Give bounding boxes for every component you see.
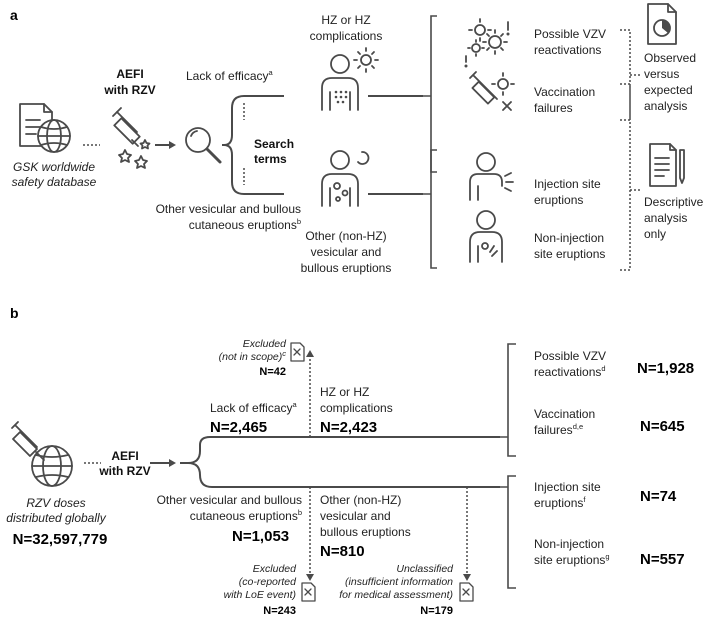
excluded-doc-icon [301, 582, 316, 602]
excl-loe-line2: (co-reported [239, 576, 297, 588]
b-hz-line2: complications [320, 401, 393, 415]
vzv-line1: Possible VZV [534, 27, 606, 41]
aefi-line2: with RZV [103, 83, 155, 97]
b-vaccfail-n: N=645 [640, 418, 685, 435]
observed-line2: versus [644, 67, 679, 81]
observed-line4: analysis [644, 99, 687, 113]
vzv-line2: reactivations [534, 43, 601, 57]
b-source-line1: RZV doses [26, 496, 85, 510]
b-hz-n: N=2,423 [320, 419, 377, 436]
document-pen-icon [649, 143, 685, 187]
nonhz-line1: Other (non-HZ) [305, 229, 386, 243]
excl-loe-line3: with LoE event) [224, 589, 296, 601]
injsite-line2: eruptions [534, 193, 583, 207]
viruses-icon [464, 18, 510, 68]
b-nonhz-line1: Other (non-HZ) [320, 493, 401, 507]
b-noninj-line2: site eruptionsg [534, 552, 610, 567]
document-chart-icon [647, 3, 677, 45]
person-rash-icon [469, 210, 503, 263]
descriptive-line1: Descriptive [644, 195, 704, 209]
excl-scope-n: N=42 [259, 366, 286, 378]
noninj-line1: Non-injection [534, 231, 604, 245]
b-vzv-n: N=1,928 [637, 360, 694, 377]
descriptive-line3: only [644, 227, 666, 241]
excl-scope-line1: Excluded [243, 338, 287, 350]
nonhz-line3: bullous eruptions [301, 261, 392, 275]
document-globe-icon [19, 103, 71, 153]
b-source-line2: distributed globally [6, 511, 106, 525]
hz-line2: complications [310, 29, 383, 43]
unclass-line3: for medical assessment) [339, 589, 453, 601]
vaccfail-line1: Vaccination [534, 85, 595, 99]
syringe-virus-icon [469, 71, 515, 111]
magnifier-icon [185, 127, 222, 164]
excluded-doc-icon [459, 582, 474, 602]
b-nonhz-line3: bullous eruptions [320, 525, 411, 539]
b-loe-label: Lack of efficacya [210, 400, 298, 415]
b-loe-n: N=2,465 [210, 419, 267, 436]
b-vzv-line2: reactivationsd [534, 364, 606, 379]
other-vesicular-line1: Other vesicular and bullous [156, 202, 301, 216]
person-blisters-icon [321, 150, 370, 207]
excl-loe-line1: Excluded [253, 563, 297, 575]
b-injsite-n: N=74 [640, 488, 677, 505]
vaccfail-line2: failures [534, 101, 573, 115]
b-injsite-line1: Injection site [534, 480, 601, 494]
excl-loe-n: N=243 [263, 605, 296, 617]
b-aefi-line2: with RZV [98, 464, 150, 478]
b-aefi-line1: AEFI [111, 449, 138, 463]
observed-line3: expected [644, 83, 693, 97]
b-vaccfail-line1: Vaccination [534, 407, 595, 421]
other-vesicular-line2: cutaneous eruptionsb [189, 217, 301, 232]
syringe-globe-icon [11, 421, 73, 487]
panel-b-label: b [10, 305, 19, 321]
excl-scope-line2: (not in scope)c [219, 349, 287, 363]
search-line2: terms [254, 152, 287, 166]
b-injsite-line2: eruptionsf [534, 495, 586, 510]
unclass-line1: Unclassified [396, 563, 454, 575]
b-nonhz-line2: vesicular and [320, 509, 391, 523]
source-line1: GSK worldwide [13, 160, 95, 174]
person-injection-icon [469, 152, 514, 201]
b-other-n: N=1,053 [232, 528, 289, 545]
person-virus-icon [321, 47, 379, 111]
unclass-n: N=179 [420, 605, 453, 617]
aefi-line1: AEFI [116, 67, 143, 81]
observed-line1: Observed [644, 51, 696, 65]
b-vaccfail-line2: failuresd,e [534, 422, 583, 437]
syringe-stars-icon [112, 107, 151, 169]
noninj-line2: site eruptions [534, 247, 605, 261]
source-line2: safety database [12, 175, 97, 189]
b-source-n: N=32,597,779 [13, 531, 108, 548]
hz-line1: HZ or HZ [321, 13, 370, 27]
unclass-line2: (insufficient information [345, 576, 453, 588]
b-noninj-n: N=557 [640, 551, 685, 568]
excluded-doc-icon [290, 342, 305, 362]
b-nonhz-n: N=810 [320, 543, 365, 560]
descriptive-line2: analysis [644, 211, 687, 225]
loe-label: Lack of efficacya [186, 68, 274, 83]
b-noninj-line1: Non-injection [534, 537, 604, 551]
b-other-line2: cutaneous eruptionsb [190, 508, 302, 523]
b-hz-line1: HZ or HZ [320, 385, 369, 399]
panel-a-label: a [10, 7, 18, 23]
search-line1: Search [254, 137, 294, 151]
injsite-line1: Injection site [534, 177, 601, 191]
b-vzv-line1: Possible VZV [534, 349, 606, 363]
nonhz-line2: vesicular and [311, 245, 382, 259]
b-other-line1: Other vesicular and bullous [157, 493, 302, 507]
